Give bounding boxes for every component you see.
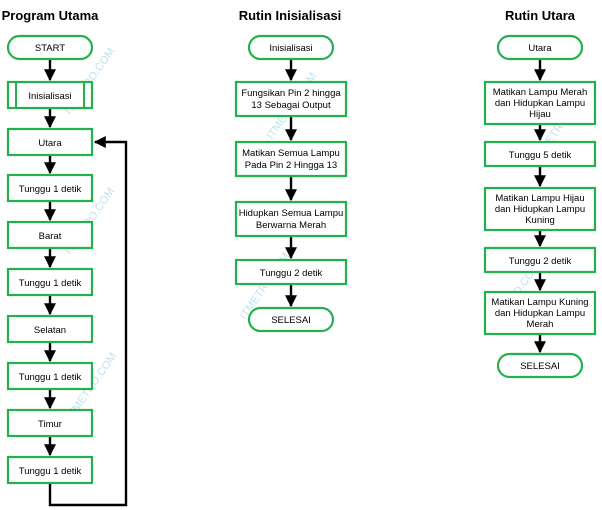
node-label: Timur <box>38 419 62 430</box>
node-selesai-utara: SELESAI <box>496 352 584 379</box>
node-tunggu-2-detik-utara: Tunggu 2 detik <box>483 246 597 274</box>
node-label: 13 Sebagai Output <box>251 100 331 111</box>
node-label: Tunggu 5 detik <box>509 150 572 161</box>
node-label: Fungsikan Pin 2 hingga <box>241 88 341 99</box>
node-label: Matikan Semua Lampu <box>242 148 340 159</box>
node-tunggu-2-detik: Tunggu 2 detik <box>234 258 348 286</box>
node-label: Tunggu 2 detik <box>260 268 323 279</box>
node-utara: Utara <box>6 127 94 157</box>
node-matikan-semua: Matikan Semua Lampu Pada Pin 2 Hingga 13 <box>234 140 348 178</box>
node-label: Pada Pin 2 Hingga 13 <box>245 160 337 171</box>
node-label: Merah <box>527 319 554 330</box>
node-label: Inisialisasi <box>28 91 71 102</box>
node-label: Matikan Lampu Kuning <box>491 297 588 308</box>
node-label: Tunggu 2 detik <box>509 256 572 267</box>
node-selatan: Selatan <box>6 314 94 344</box>
node-utara-start: Utara <box>496 34 584 61</box>
node-label: Utara <box>38 138 62 149</box>
node-label: Tunggu 1 detik <box>19 184 82 195</box>
node-label: Utara <box>528 43 552 54</box>
node-label: dan Hidupkan Lampu <box>495 98 585 109</box>
node-label: Selatan <box>34 325 66 336</box>
node-label: Tunggu 1 detik <box>19 278 82 289</box>
node-tunggu-5-detik: Tunggu 5 detik <box>483 140 597 168</box>
rutin-utara-flow: Utara Matikan Lampu Merah dan Hidupkan L… <box>483 34 597 379</box>
node-label: SELESAI <box>520 361 560 372</box>
node-selesai: SELESAI <box>247 306 335 333</box>
node-label: START <box>35 43 65 54</box>
node-timur: Timur <box>6 408 94 438</box>
title-rutin-utara: Rutin Utara <box>505 8 576 23</box>
rutin-inisialisasi-flow: Inisialisasi Fungsikan Pin 2 hingga 13 S… <box>234 34 348 333</box>
title-rutin-inisialisasi: Rutin Inisialisasi <box>239 8 342 23</box>
node-label: Matikan Lampu Merah <box>493 87 588 98</box>
node-tunggu-3: Tunggu 1 detik <box>6 361 94 391</box>
node-tunggu-2: Tunggu 1 detik <box>6 267 94 297</box>
title-program-utama: Program Utama <box>2 8 100 23</box>
edge-loop-back-to-utara <box>48 136 128 507</box>
node-label: Berwarna Merah <box>256 220 326 231</box>
program-utama-flow: START Inisialisasi Utara Tunggu 1 detik … <box>6 34 128 507</box>
node-tunggu-1: Tunggu 1 detik <box>6 173 94 203</box>
node-hidupkan-merah: Hidupkan Semua Lampu Berwarna Merah <box>234 200 348 238</box>
node-matikan-merah: Matikan Lampu Merah dan Hidupkan Lampu H… <box>483 80 597 126</box>
node-label: Tunggu 1 detik <box>19 466 82 477</box>
node-label: Kuning <box>525 215 555 226</box>
node-label: SELESAI <box>271 315 311 326</box>
node-inisialisasi-subroutine: Inisialisasi <box>6 80 94 110</box>
node-inisialisasi-start: Inisialisasi <box>247 34 335 61</box>
node-matikan-kuning: Matikan Lampu Kuning dan Hidupkan Lampu … <box>483 290 597 336</box>
node-label: Hidupkan Semua Lampu <box>239 208 344 219</box>
node-start: START <box>6 34 94 61</box>
node-label: Matikan Lampu Hijau <box>495 193 584 204</box>
node-label: dan Hidupkan Lampu <box>495 204 585 215</box>
node-label: Inisialisasi <box>269 43 312 54</box>
node-label: Hijau <box>529 109 551 120</box>
node-fungsikan-pin: Fungsikan Pin 2 hingga 13 Sebagai Output <box>234 80 348 118</box>
node-label: Tunggu 1 detik <box>19 372 82 383</box>
node-tunggu-4: Tunggu 1 detik <box>6 455 94 485</box>
node-label: dan Hidupkan Lampu <box>495 308 585 319</box>
node-label: Barat <box>39 231 62 242</box>
node-barat: Barat <box>6 220 94 250</box>
node-matikan-hijau: Matikan Lampu Hijau dan Hidupkan Lampu K… <box>483 186 597 232</box>
